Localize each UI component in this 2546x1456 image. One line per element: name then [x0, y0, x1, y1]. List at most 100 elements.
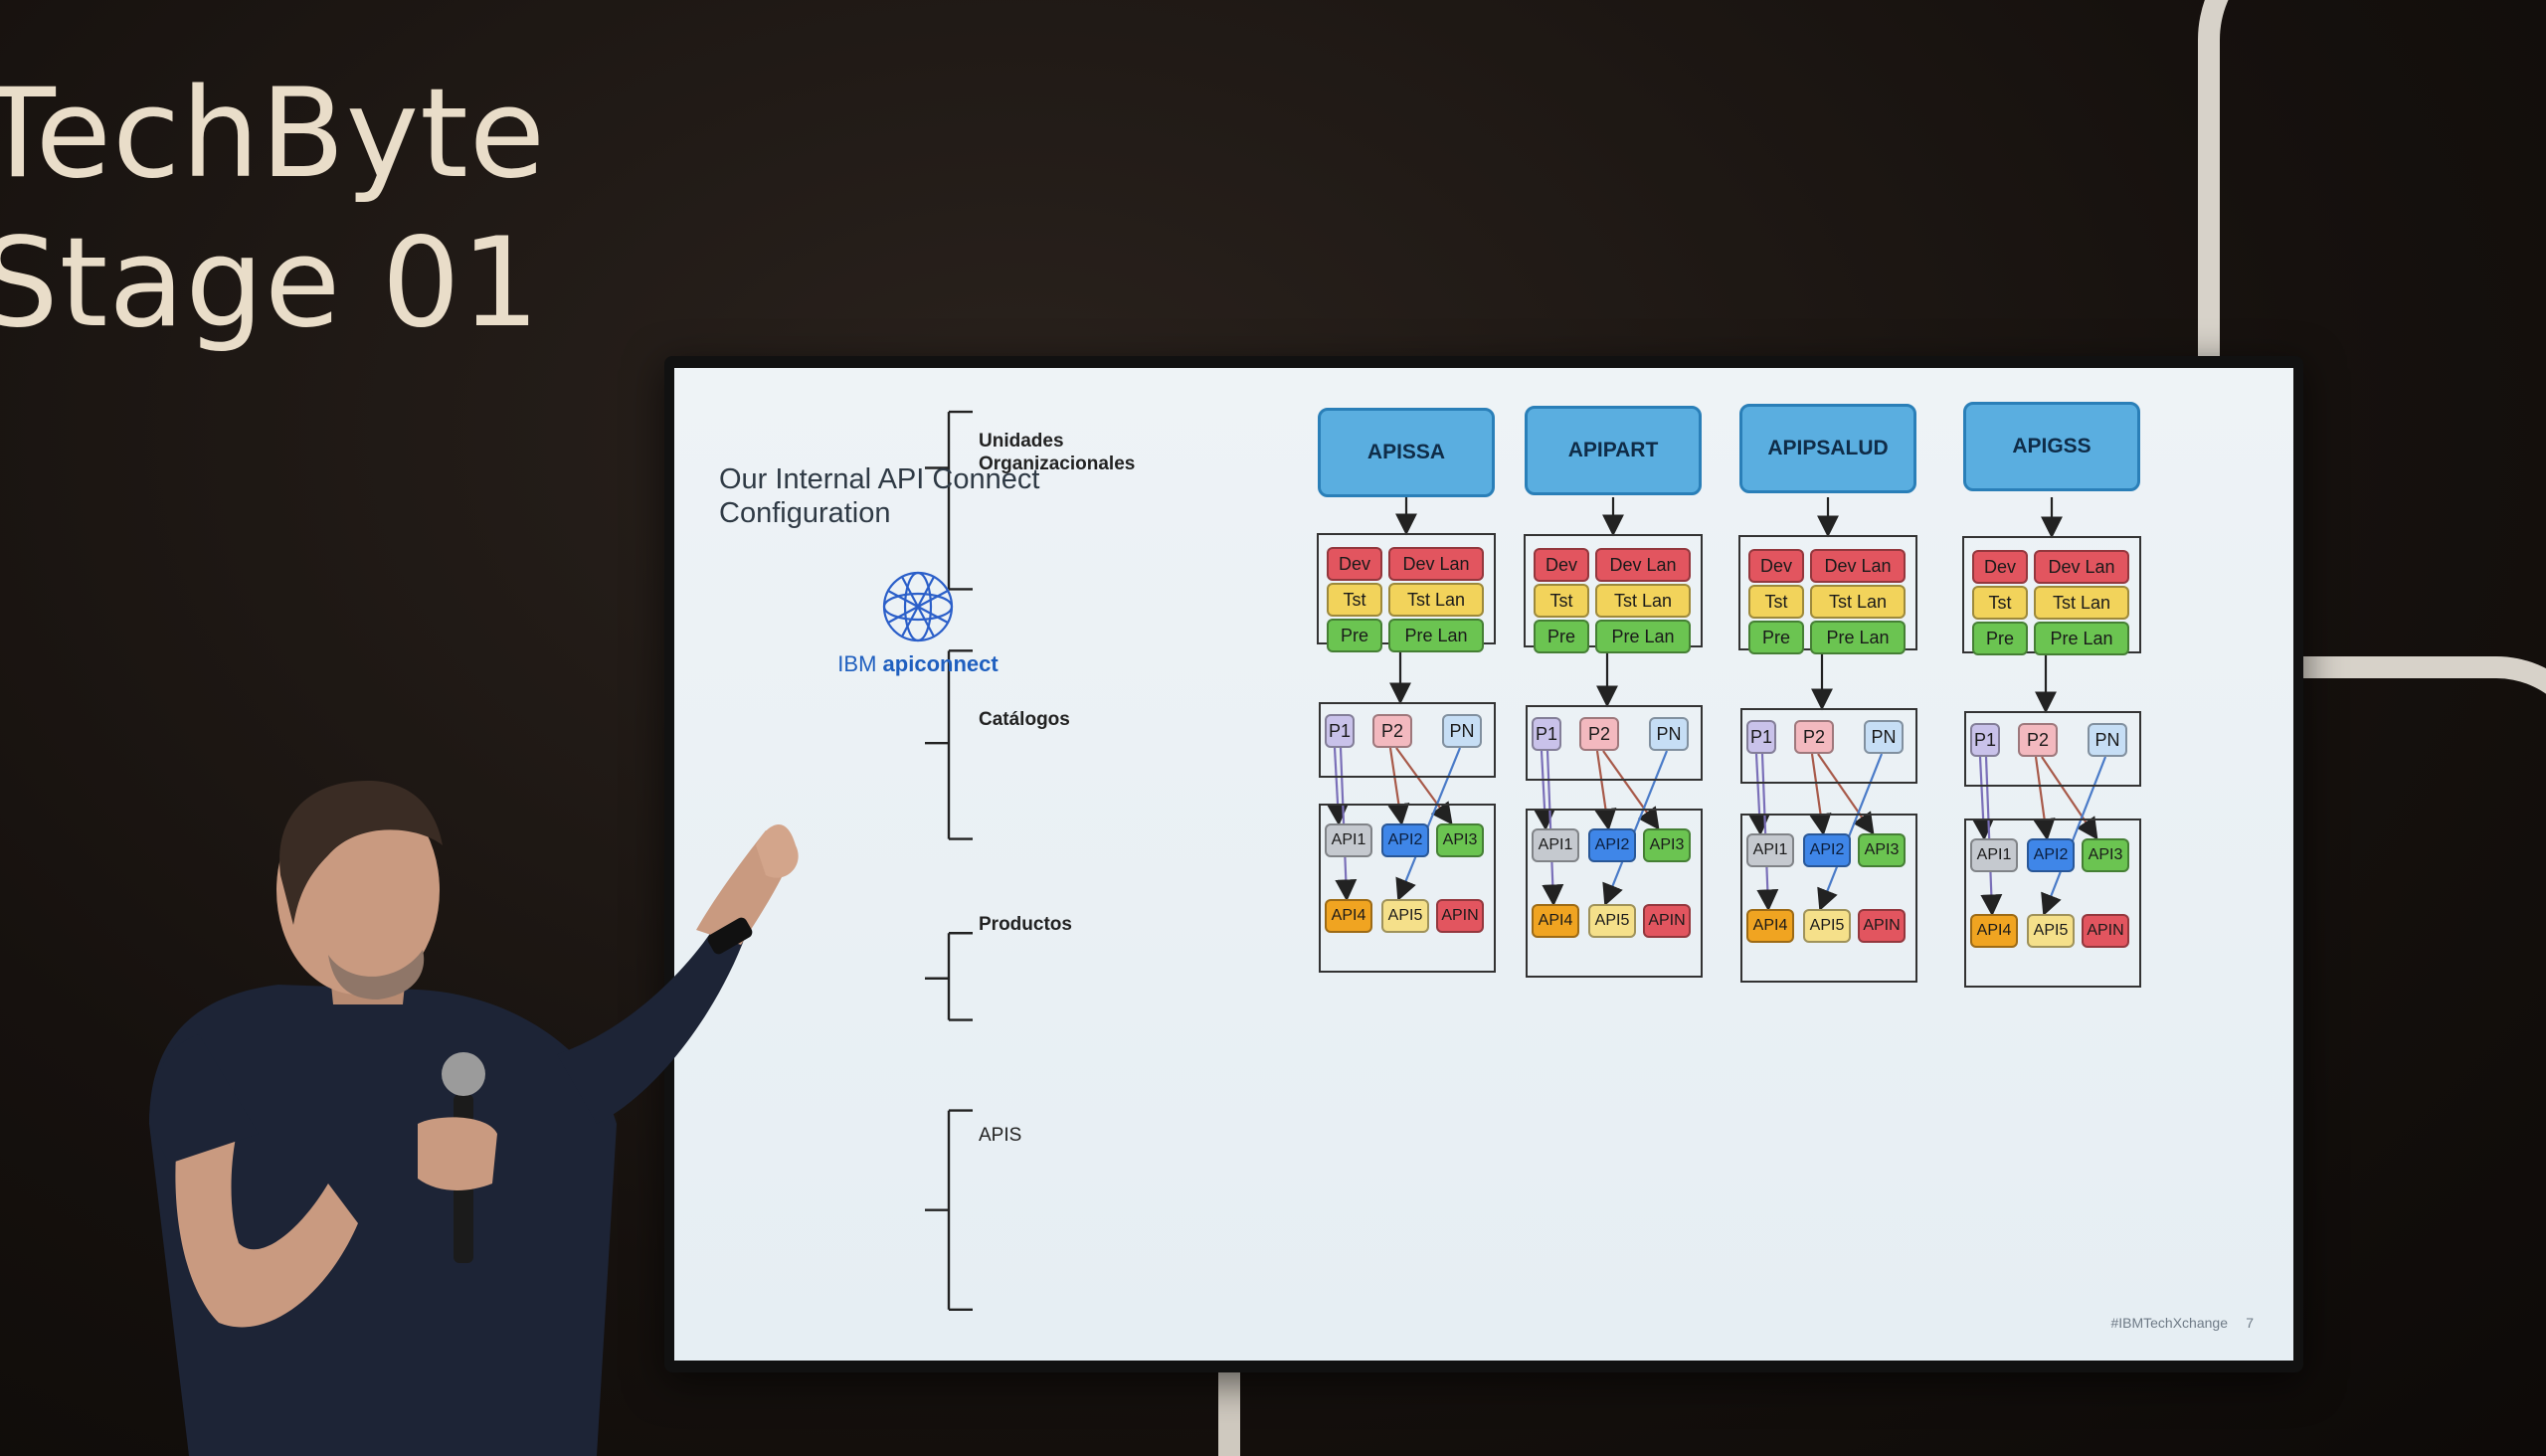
api-chip-2-0-0: API1 — [1746, 833, 1794, 867]
catalog-chip-3-0-0: Dev — [1972, 550, 2028, 584]
unit-box-3: APIGSS — [1963, 402, 2140, 491]
catalog-chip-3-2-1: Pre Lan — [2034, 622, 2129, 655]
product-chip-2-2: PN — [1864, 720, 1904, 754]
link-p2-api3-2 — [1817, 753, 1875, 835]
link-p2-api2-0 — [1387, 747, 1410, 826]
catalog-chip-3-1-1: Tst Lan — [2034, 586, 2129, 620]
product-chip-1-0: P1 — [1532, 717, 1561, 751]
logo-product: apiconnect — [882, 651, 999, 676]
light-track-vertical — [2198, 0, 2546, 368]
catalog-chip-2-1-1: Tst Lan — [1810, 585, 1906, 619]
api-chip-2-0-1: API2 — [1803, 833, 1851, 867]
product-chip-1-1: P2 — [1579, 717, 1619, 751]
catalog-chip-2-0-0: Dev — [1748, 549, 1804, 583]
product-frame-1 — [1526, 705, 1703, 781]
api-chip-1-0-0: API1 — [1532, 828, 1579, 862]
api-chip-2-1-1: API5 — [1803, 909, 1851, 943]
slide-connectors — [925, 410, 2107, 1311]
link-p2-api2-3 — [2033, 756, 2056, 841]
api-chip-1-0-1: API2 — [1588, 828, 1636, 862]
unit-box-1: APIPART — [1525, 406, 1702, 495]
api-chip-1-1-2: APIN — [1643, 904, 1691, 938]
link-pn-api5-3 — [2041, 756, 2107, 917]
catalog-chip-1-2-1: Pre Lan — [1595, 620, 1691, 653]
catalog-chip-0-1-0: Tst — [1327, 583, 1382, 617]
link-p2-api3-0 — [1395, 747, 1453, 825]
catalog-chip-1-0-1: Dev Lan — [1595, 548, 1691, 582]
link-p1-api4-2 — [1756, 753, 1779, 912]
product-frame-2 — [1740, 708, 1917, 784]
tv-monitor: Our Internal API Connect Configuration I… — [664, 356, 2303, 1372]
catalog-chip-3-2-0: Pre — [1972, 622, 2028, 655]
api-chip-0-1-0: API4 — [1325, 899, 1372, 933]
link-pn-api5-2 — [1817, 753, 1884, 912]
stage-title-line2: Stage 01 — [0, 212, 541, 355]
link-p2-api2-1 — [1594, 750, 1617, 831]
catalog-chip-0-0-0: Dev — [1327, 547, 1382, 581]
stage-title: TechByte Stage 01 — [0, 60, 546, 358]
apiconnect-logo: IBM apiconnect — [794, 567, 1042, 677]
link-p1-api4-1 — [1542, 750, 1564, 907]
level-label-productos: Productos — [979, 914, 1072, 935]
level-label-unidades: Unidades Organizacionales — [979, 431, 1136, 474]
link-p1-api1-3 — [1972, 756, 1995, 841]
api-frame-3 — [1964, 819, 2141, 988]
unit-box-0: APISSA — [1318, 408, 1495, 497]
catalog-chip-1-2-0: Pre — [1534, 620, 1589, 653]
api-chip-1-0-2: API3 — [1643, 828, 1691, 862]
api-chip-0-0-1: API2 — [1381, 823, 1429, 857]
api-chip-2-1-0: API4 — [1746, 909, 1794, 943]
catalog-chip-0-1-1: Tst Lan — [1388, 583, 1484, 617]
level-label-apis: APIS — [979, 1125, 1022, 1146]
catalog-chip-0-0-1: Dev Lan — [1388, 547, 1484, 581]
product-frame-3 — [1964, 711, 2141, 787]
api-chip-3-1-2: APIN — [2082, 914, 2129, 948]
catalog-chip-1-1-0: Tst — [1534, 584, 1589, 618]
product-chip-3-1: P2 — [2018, 723, 2058, 757]
catalog-chip-2-2-1: Pre Lan — [1810, 621, 1906, 654]
product-chip-3-0: P1 — [1970, 723, 2000, 757]
catalog-chip-3-1-0: Tst — [1972, 586, 2028, 620]
light-track-horizontal — [2277, 656, 2546, 915]
link-p2-api3-3 — [2041, 756, 2098, 840]
slide-screen: Our Internal API Connect Configuration I… — [674, 368, 2293, 1361]
slide-title: Our Internal API Connect Configuration — [719, 463, 1040, 529]
link-p1-api1-1 — [1534, 750, 1556, 831]
product-chip-1-2: PN — [1649, 717, 1689, 751]
api-frame-0 — [1319, 804, 1496, 973]
link-pn-api5-1 — [1602, 750, 1669, 907]
stage-title-line1: TechByte — [0, 63, 547, 206]
api-frame-1 — [1526, 809, 1703, 978]
product-chip-3-2: PN — [2088, 723, 2127, 757]
product-chip-0-1: P2 — [1372, 714, 1412, 748]
catalog-chip-0-2-1: Pre Lan — [1388, 619, 1484, 652]
api-chip-2-0-2: API3 — [1858, 833, 1906, 867]
api-chip-1-1-1: API5 — [1588, 904, 1636, 938]
product-chip-0-0: P1 — [1325, 714, 1355, 748]
unit-box-2: APIPSALUD — [1739, 404, 1916, 493]
api-chip-0-1-2: APIN — [1436, 899, 1484, 933]
api-chip-0-0-2: API3 — [1436, 823, 1484, 857]
catalog-chip-1-1-1: Tst Lan — [1595, 584, 1691, 618]
api-chip-2-1-2: APIN — [1858, 909, 1906, 943]
catalog-chip-0-2-0: Pre — [1327, 619, 1382, 652]
api-chip-3-0-1: API2 — [2027, 838, 2075, 872]
api-chip-1-1-0: API4 — [1532, 904, 1579, 938]
api-chip-3-1-1: API5 — [2027, 914, 2075, 948]
footer-hashtag: #IBMTechXchange — [2110, 1315, 2228, 1331]
api-frame-2 — [1740, 814, 1917, 983]
link-p1-api4-3 — [1980, 756, 2003, 917]
catalog-chip-2-1-0: Tst — [1748, 585, 1804, 619]
api-chip-0-0-0: API1 — [1325, 823, 1372, 857]
product-chip-2-0: P1 — [1746, 720, 1776, 754]
product-chip-0-2: PN — [1442, 714, 1482, 748]
link-pn-api5-0 — [1395, 747, 1462, 902]
api-chip-3-0-0: API1 — [1970, 838, 2018, 872]
link-p2-api3-1 — [1602, 750, 1660, 830]
catalog-chip-2-2-0: Pre — [1748, 621, 1804, 654]
product-frame-0 — [1319, 702, 1496, 778]
link-p2-api2-2 — [1809, 753, 1832, 836]
catalog-chip-3-0-1: Dev Lan — [2034, 550, 2129, 584]
api-chip-3-0-2: API3 — [2082, 838, 2129, 872]
